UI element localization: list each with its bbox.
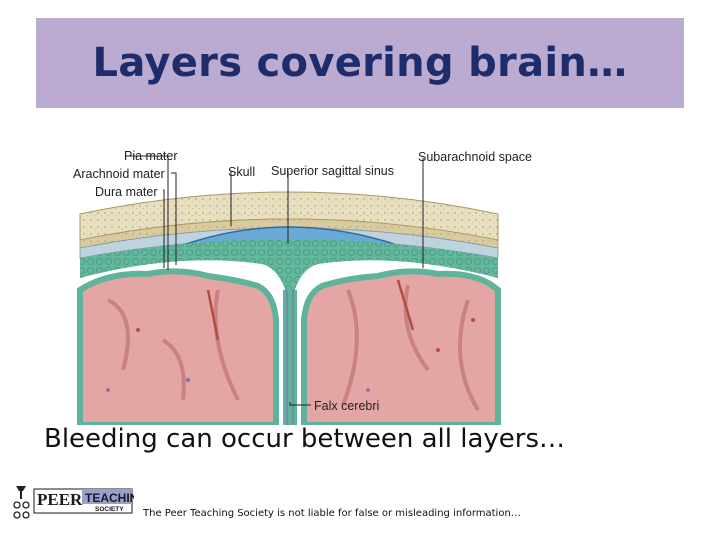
slide-title: Layers covering brain… [92, 40, 628, 86]
peer-teaching-society-logo: PEER TEACHING SOCIETY [10, 483, 148, 525]
meninges-diagram: Pia mater Arachnoid mater Dura mater Sku… [68, 140, 558, 425]
label-skull: Skull [228, 165, 255, 179]
meninges-illustration: Pia mater Arachnoid mater Dura mater Sku… [73, 149, 532, 425]
people-icon [13, 501, 30, 519]
label-subarachnoid-space: Subarachnoid space [418, 150, 532, 164]
logo-text-teaching: TEACHING [85, 491, 134, 505]
title-bar: Layers covering brain… [36, 18, 684, 108]
label-superior-sagittal-sinus: Superior sagittal sinus [271, 164, 394, 178]
label-arachnoid-mater: Arachnoid mater [73, 167, 165, 181]
slide-caption: Bleeding can occur between all layers… [44, 424, 566, 454]
logo-text-peer: PEER [37, 490, 83, 509]
label-dura-mater: Dura mater [95, 185, 158, 199]
leader-lines [125, 155, 424, 406]
brain-left [77, 268, 279, 425]
label-falx-cerebri: Falx cerebri [314, 399, 379, 413]
disclaimer-text: The Peer Teaching Society is not liable … [143, 508, 521, 519]
logo-text-society: SOCIETY [95, 506, 124, 513]
label-pia-mater: Pia mater [124, 149, 178, 163]
